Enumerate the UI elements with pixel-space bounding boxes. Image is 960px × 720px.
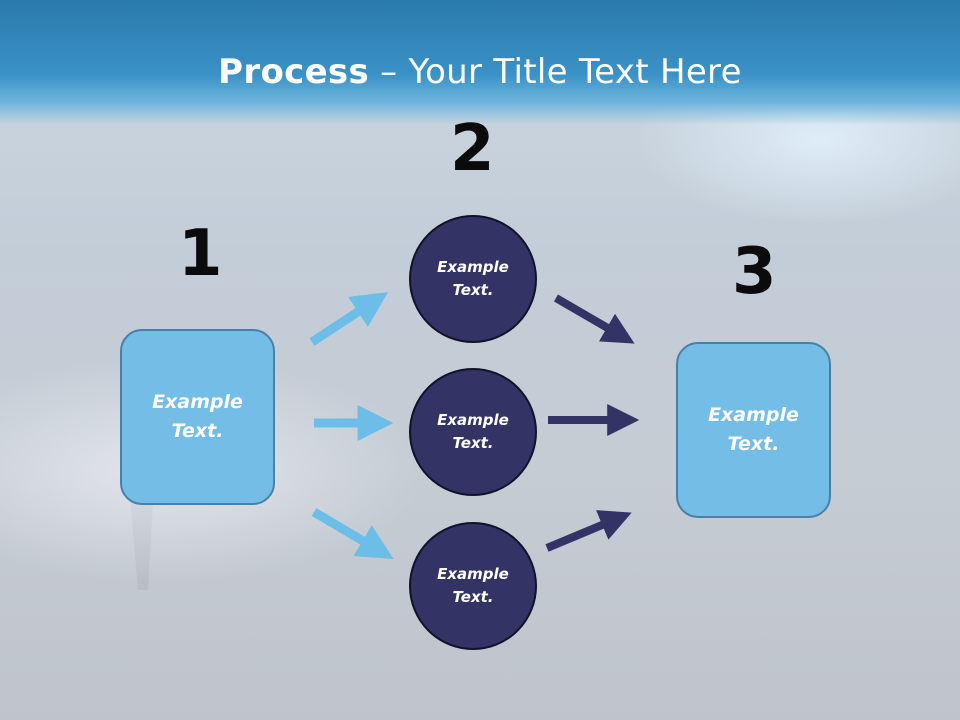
circle-middle-text: Example Text. [437,411,509,452]
left-box: Example Text. [120,329,275,505]
right-box-text: Example Text. [708,404,799,455]
arrow-top-to-right [553,294,635,344]
step-number-2: 2 [450,112,495,186]
title-bold: Process [218,52,370,92]
arrow-left-to-bottom [311,508,394,559]
circle-top-text: Example Text. [437,258,509,299]
slide-title: Process – Your Title Text Here [0,52,960,92]
step-number-1: 1 [178,217,223,291]
circle-bottom-text: Example Text. [437,565,509,606]
circle-bottom: Example Text. [409,522,537,650]
arrow-bottom-to-right [545,510,632,552]
circle-top: Example Text. [409,215,537,343]
left-box-text: Example Text. [152,391,243,442]
title-rest: – Your Title Text Here [369,52,742,92]
arrow-left-to-top [309,292,389,346]
right-box: Example Text. [676,342,831,518]
circle-middle: Example Text. [409,368,537,496]
header-band [0,0,960,125]
step-number-3: 3 [732,235,777,309]
